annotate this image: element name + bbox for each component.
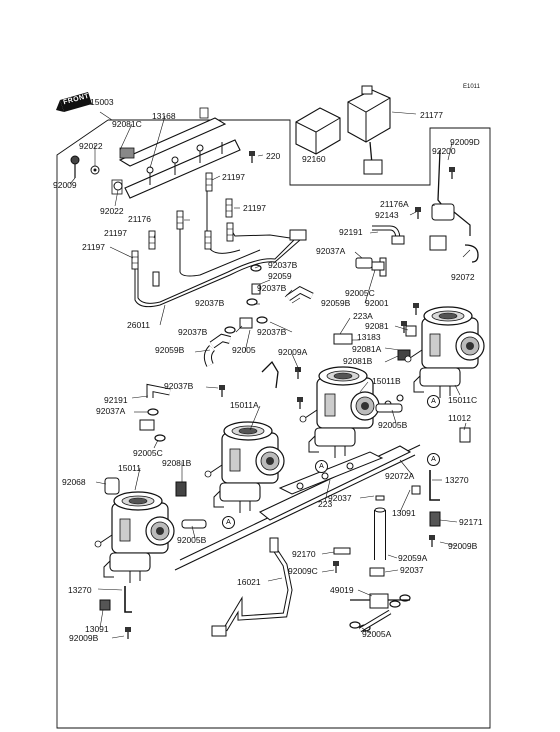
- part-label: 92081B: [162, 458, 192, 468]
- part-label: 13091: [392, 508, 416, 518]
- part-label: 92059B: [321, 298, 351, 308]
- fuel-hose-fittings: [203, 225, 420, 367]
- part-label: 92009A: [278, 347, 308, 357]
- part-label: 92009B: [69, 633, 99, 643]
- part-label: 92037A: [316, 246, 346, 256]
- part-label: 49019: [330, 585, 354, 595]
- part-label: 223: [318, 499, 333, 509]
- part-label: 92160: [302, 154, 326, 164]
- part-label: 21176A: [380, 199, 409, 209]
- part-label: 92171: [459, 517, 483, 527]
- drain-hose-16021: [211, 537, 293, 637]
- callout-a-2: A: [315, 460, 328, 473]
- part-label: 92072A: [385, 471, 415, 481]
- control-unit: [347, 85, 391, 175]
- part-label: 13168: [152, 111, 176, 121]
- part-label: 92009B: [448, 541, 478, 551]
- part-label: 13183: [357, 332, 381, 342]
- callout-a-4: A: [427, 453, 440, 466]
- part-label: 92081A: [352, 344, 382, 354]
- bracket-assembly: [261, 333, 353, 410]
- part-label: 92200: [432, 146, 456, 156]
- part-label: 92170: [292, 549, 316, 559]
- fuel-joint-pipe-lower: [175, 403, 471, 529]
- frame-outline: [56, 119, 491, 729]
- part-label: 92072: [451, 272, 475, 282]
- part-label: 92059B: [155, 345, 185, 355]
- part-label: 13270: [68, 585, 92, 595]
- part-label: 15003: [90, 97, 114, 107]
- part-label: 92037B: [178, 327, 208, 337]
- part-label: 21197: [222, 172, 246, 182]
- left-bracket-13270: [99, 586, 132, 640]
- part-label: 92037B: [257, 327, 287, 337]
- part-label: 92059A: [398, 553, 428, 563]
- part-label: 92059: [268, 271, 292, 281]
- part-label: 92081C: [112, 119, 142, 129]
- part-label: 92037A: [96, 406, 126, 416]
- part-label: 92001: [365, 298, 389, 308]
- part-label: 15011B: [372, 376, 401, 386]
- part-label: 92022: [100, 206, 124, 216]
- lower-right-hoses: [332, 495, 411, 633]
- part-label: 223A: [353, 311, 373, 321]
- part-label: 13270: [445, 475, 469, 485]
- part-label: 92009C: [288, 566, 318, 576]
- part-label: 92081: [365, 321, 389, 331]
- part-label: 92037: [328, 493, 352, 503]
- diagram-code: E1011: [463, 84, 480, 90]
- throttle-sensor-assembly: [414, 149, 479, 263]
- left-hose-parts: [104, 383, 226, 495]
- part-label: 11012: [448, 413, 472, 423]
- part-label: 92037B: [257, 283, 287, 293]
- part-label: 92005C: [345, 288, 375, 298]
- part-label: 92022: [79, 141, 103, 151]
- sub-harness-assembly: [70, 107, 256, 199]
- part-label: 220: [266, 151, 281, 161]
- part-label: 21176: [128, 214, 152, 224]
- part-label: 92005A: [362, 629, 392, 639]
- callout-a-3: A: [222, 516, 235, 529]
- carburetor-15011A: [204, 421, 285, 514]
- part-label: 26011: [127, 320, 151, 330]
- part-label: 92037B: [195, 298, 225, 308]
- carburetor-15011: [94, 491, 175, 584]
- part-label: 92081B: [343, 356, 373, 366]
- part-label: 92191: [104, 395, 128, 405]
- part-label: 92005C: [133, 448, 163, 458]
- relay-cover: [295, 107, 341, 155]
- front-arrow-marker: [56, 92, 92, 112]
- part-label: 92009: [53, 180, 77, 190]
- part-label: 15011: [118, 463, 142, 473]
- part-label: 92005B: [177, 535, 207, 545]
- carburetor-15011C: [404, 306, 485, 399]
- part-label: 21177: [420, 110, 444, 120]
- sensor-plugs: [131, 172, 307, 287]
- part-label: 92037B: [268, 260, 298, 270]
- part-label: 92005: [232, 345, 256, 355]
- part-label: 92191: [339, 227, 363, 237]
- part-label: 15011A: [230, 400, 259, 410]
- carburetor-15011B: [299, 366, 380, 459]
- part-label: 21197: [243, 203, 267, 213]
- leader-lines: [69, 111, 471, 639]
- part-label: 92037B: [164, 381, 194, 391]
- part-label: 92143: [375, 210, 399, 220]
- part-label: 92037: [400, 565, 424, 575]
- part-label: 92068: [62, 477, 86, 487]
- part-label: 21197: [82, 242, 106, 252]
- part-label: 15011C: [448, 395, 478, 405]
- part-label: 16021: [237, 577, 261, 587]
- part-label: 21197: [104, 228, 128, 238]
- part-label: 92005B: [378, 420, 408, 430]
- right-bracket-13270: [411, 470, 441, 548]
- part-label: 13091: [85, 624, 109, 634]
- callout-a-1: A: [427, 395, 440, 408]
- part-label: 92009D: [450, 137, 480, 147]
